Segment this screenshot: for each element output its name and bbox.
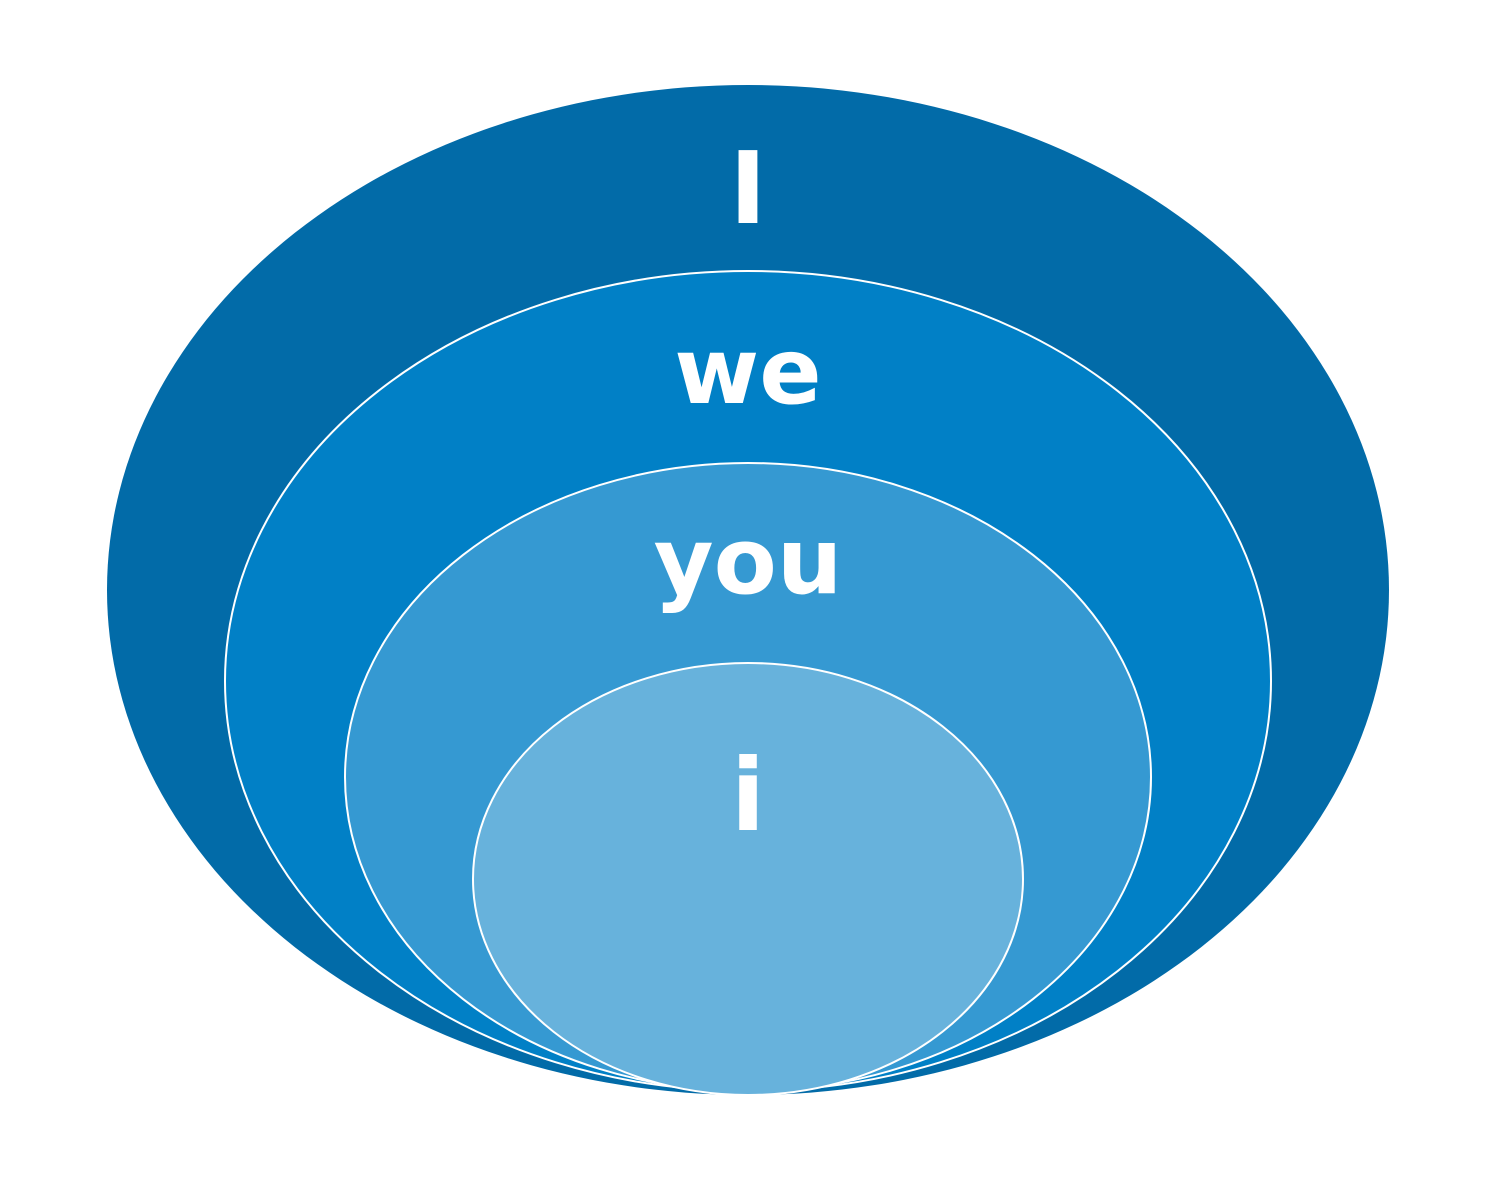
- ring-inner-label: i: [731, 737, 765, 854]
- ring-inner-shape: [472, 662, 1024, 1096]
- ring-second-label: we: [674, 318, 821, 425]
- ring-third-label: you: [654, 508, 843, 615]
- ring-outer-label: I: [729, 130, 766, 247]
- ring-inner: i: [472, 662, 1024, 1096]
